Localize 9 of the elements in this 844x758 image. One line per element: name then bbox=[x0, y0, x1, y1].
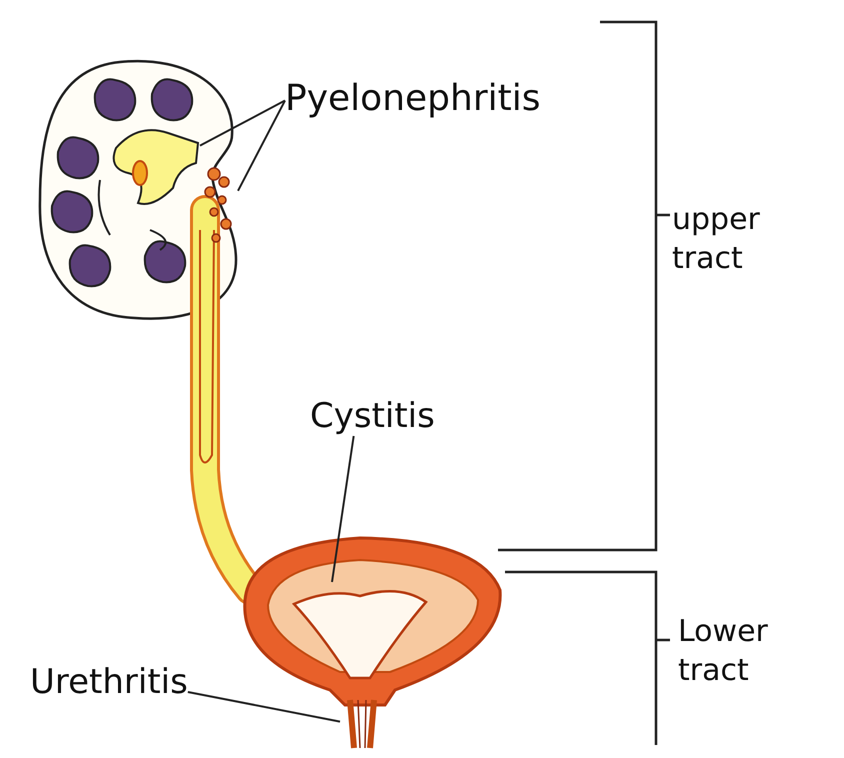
leader-line bbox=[237, 100, 286, 192]
condition-label: Cystitis bbox=[310, 396, 435, 436]
condition-label: Pyelonephritis bbox=[285, 78, 540, 119]
leader-line bbox=[188, 691, 340, 723]
leader-line bbox=[331, 436, 355, 582]
region-label: Lower tract bbox=[678, 613, 769, 690]
leader-line bbox=[200, 100, 286, 146]
region-label: upper tract bbox=[672, 201, 761, 278]
condition-label: Urethritis bbox=[30, 662, 188, 702]
